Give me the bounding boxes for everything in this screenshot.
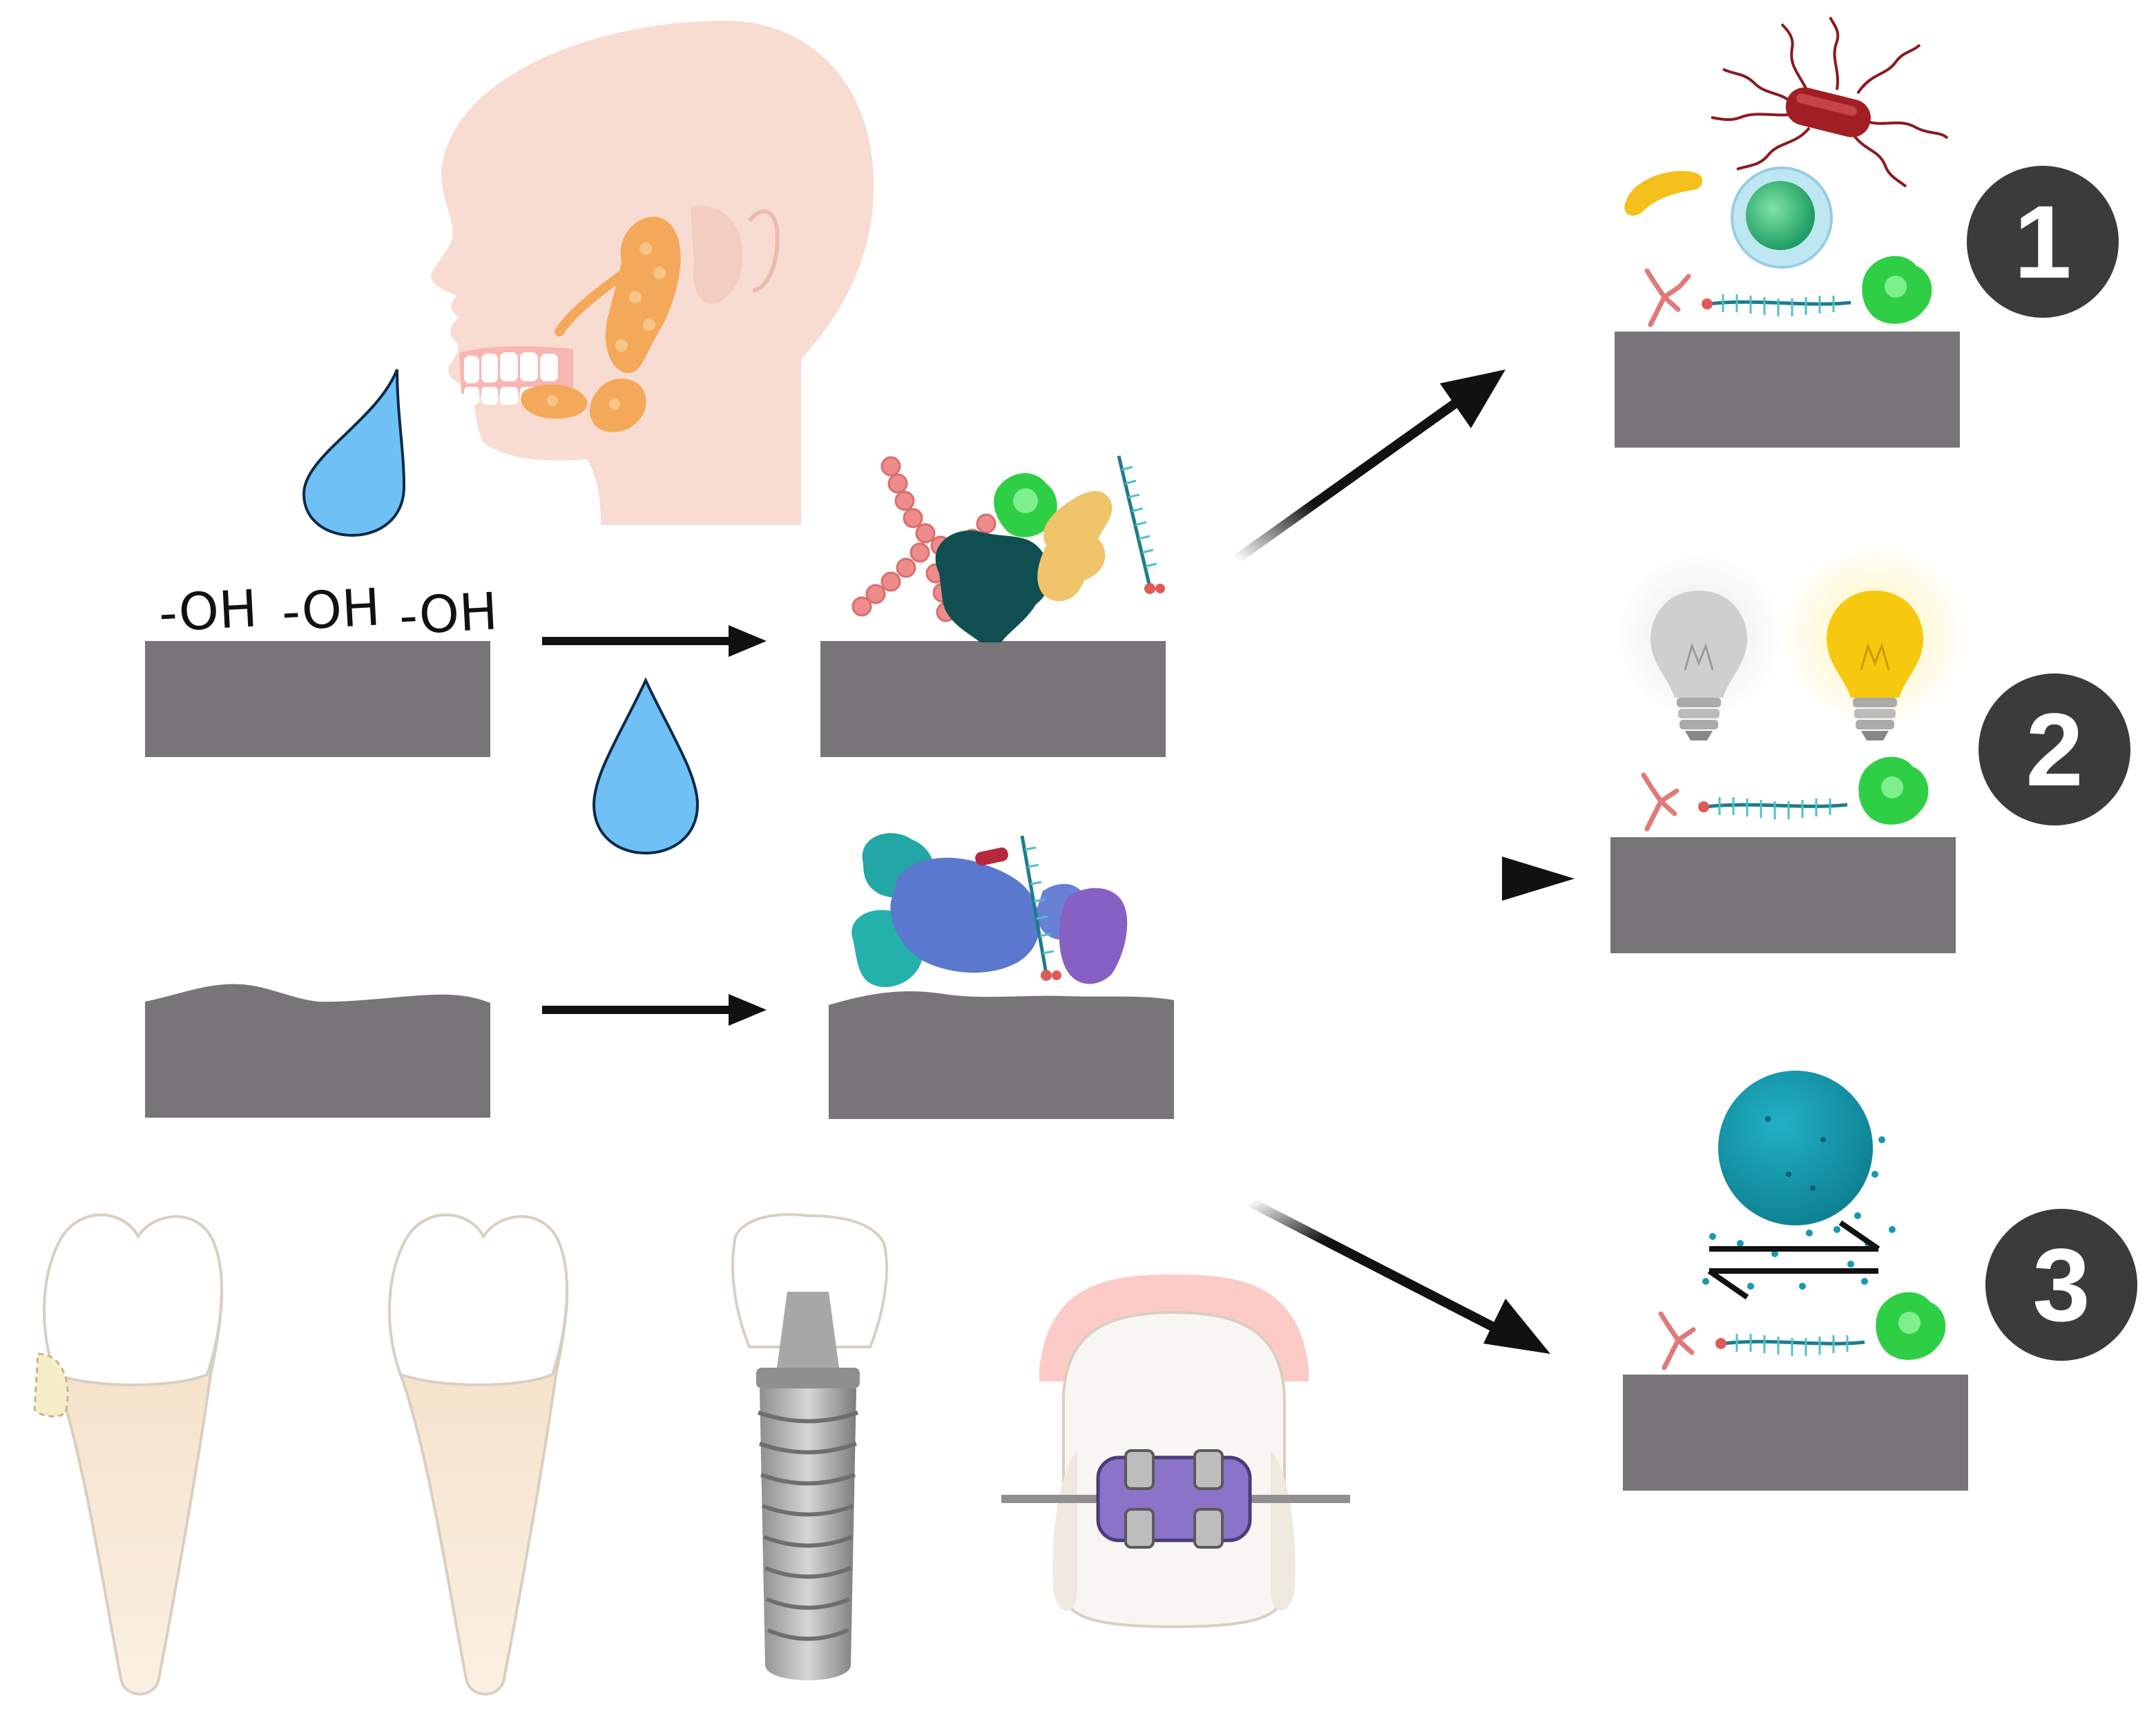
arrow-to-outcome-2 (1222, 857, 1575, 901)
salivary-gland-icon (521, 216, 681, 432)
outcome-2-substrate (1610, 837, 1956, 953)
hydroxylated-substrate (145, 641, 490, 757)
outcome-number: 1 (2014, 184, 2071, 300)
bacterium-icon (1711, 17, 1949, 188)
head-teeth-icon (459, 346, 573, 405)
salivary-protein-cluster-icon (851, 455, 1165, 642)
adsorption-arrow-bottom (542, 994, 767, 1026)
hydroxyl-label: -OH (280, 577, 382, 642)
adsorption-arrow-top (542, 625, 767, 657)
arrow-to-outcome-3 (1247, 1197, 1550, 1354)
lightbulb-on-icon (1782, 542, 1968, 740)
rough-substrate (145, 984, 490, 1118)
pellicle-substrate-bottom (829, 991, 1174, 1119)
hydroxyl-label: -OH (157, 579, 259, 644)
outcome-badge-1: 1 (1967, 166, 2119, 318)
droplet-icon (592, 677, 700, 855)
outcome-badge-2: 2 (1979, 673, 2130, 825)
pellicle-substrate-top (820, 641, 1166, 757)
outcome-number: 2 (2025, 691, 2083, 807)
outcome-3-surface-molecules (1658, 1292, 1946, 1370)
outcome-1-surface-molecules (1644, 256, 1932, 327)
outcome-3-substrate (1623, 1375, 1968, 1491)
outcome-1-substrate (1615, 332, 1960, 448)
outcome-badge-3: 3 (1985, 1209, 2137, 1361)
droplet-icon (302, 369, 406, 537)
outcome-2-surface-molecules (1641, 756, 1929, 832)
equilibrium-arrows-icon (1707, 1220, 1880, 1300)
implant-icon (731, 1213, 888, 1681)
lightbulb-icon (1613, 549, 1785, 740)
drug-sphere-icon (1702, 1071, 1896, 1290)
arrow-to-outcome-1 (1233, 370, 1505, 564)
outcome-number: 3 (2032, 1227, 2090, 1343)
adsorbed-protein-cluster-icon (851, 833, 1128, 987)
host-cell-icon (1731, 166, 1833, 269)
yeast-cell-icon (1624, 171, 1703, 216)
tooth-icon (388, 1213, 569, 1696)
tooth-icon (33, 1213, 224, 1696)
bracket-icon (1001, 1274, 1350, 1629)
hydroxyl-label: -OH (397, 582, 499, 647)
